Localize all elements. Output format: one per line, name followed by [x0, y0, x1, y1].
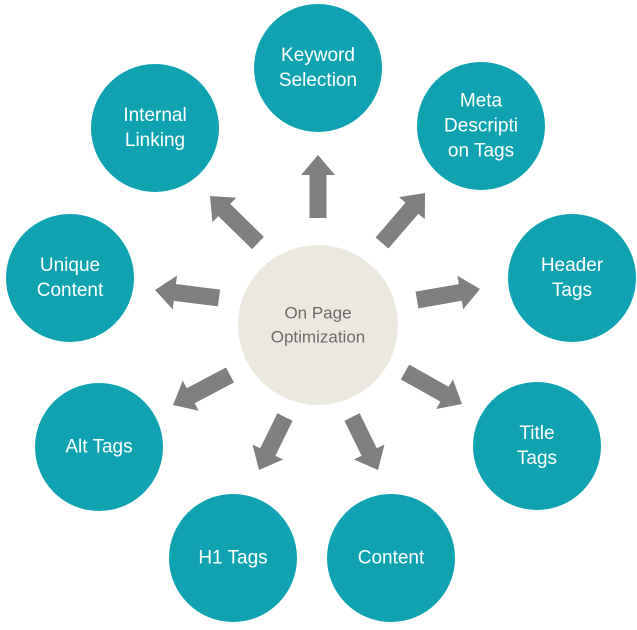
node-circle-content	[327, 494, 455, 622]
node-h1-tags: H1 Tags	[169, 494, 297, 622]
arrow-to-internal-linking	[210, 196, 264, 250]
arrow-to-meta-description-tags	[375, 193, 425, 249]
arrow-to-title-tags	[400, 364, 462, 409]
node-circle-internal-linking	[91, 64, 219, 192]
node-label-title-tags-line-1: Title	[519, 423, 554, 444]
arrow-to-keyword-selection	[301, 155, 335, 218]
node-label-keyword-selection-line-2: Selection	[279, 70, 357, 91]
center-label-line-2: Optimization	[271, 328, 365, 347]
node-label-header-tags-line-2: Tags	[552, 280, 592, 301]
node-circle-meta-description-tags	[417, 62, 545, 190]
node-label-unique-content-line-1: Unique	[40, 255, 100, 276]
node-circle-title-tags	[473, 382, 601, 510]
center-circle	[238, 245, 398, 405]
node-circle-keyword-selection	[254, 4, 382, 132]
node-label-title-tags-line-2: Tags	[517, 448, 557, 469]
arrow-to-h1-tags	[252, 413, 293, 470]
arrow-to-header-tags	[415, 275, 480, 310]
node-label-keyword-selection-line-1: Keyword	[281, 45, 355, 66]
node-label-unique-content-line-2: Content	[37, 280, 104, 301]
node-label-meta-description-tags-line-2: Descripti	[444, 116, 518, 137]
node-circle-alt-tags	[35, 383, 163, 511]
node-label-header-tags-line-1: Header	[541, 255, 604, 276]
node-content: Content	[327, 494, 455, 622]
node-label-meta-description-tags-line-3: on Tags	[448, 141, 514, 162]
node-alt-tags: Alt Tags	[35, 383, 163, 511]
arrow-to-alt-tags	[173, 367, 234, 411]
arrows-group	[155, 155, 480, 470]
arrow-to-content	[344, 413, 385, 470]
arrow-to-unique-content	[155, 275, 221, 310]
node-circle-header-tags	[508, 214, 636, 342]
node-circle-h1-tags	[169, 494, 297, 622]
node-label-meta-description-tags-line-1: Meta	[460, 91, 503, 112]
node-label-alt-tags-line-1: Alt Tags	[65, 437, 132, 458]
node-label-internal-linking-line-1: Internal	[123, 105, 186, 126]
node-circle-unique-content	[6, 214, 134, 342]
node-label-content-line-1: Content	[358, 548, 425, 569]
node-label-h1-tags-line-1: H1 Tags	[198, 548, 267, 569]
center-label-line-1: On Page	[284, 304, 351, 323]
node-label-internal-linking-line-2: Linking	[125, 130, 185, 151]
